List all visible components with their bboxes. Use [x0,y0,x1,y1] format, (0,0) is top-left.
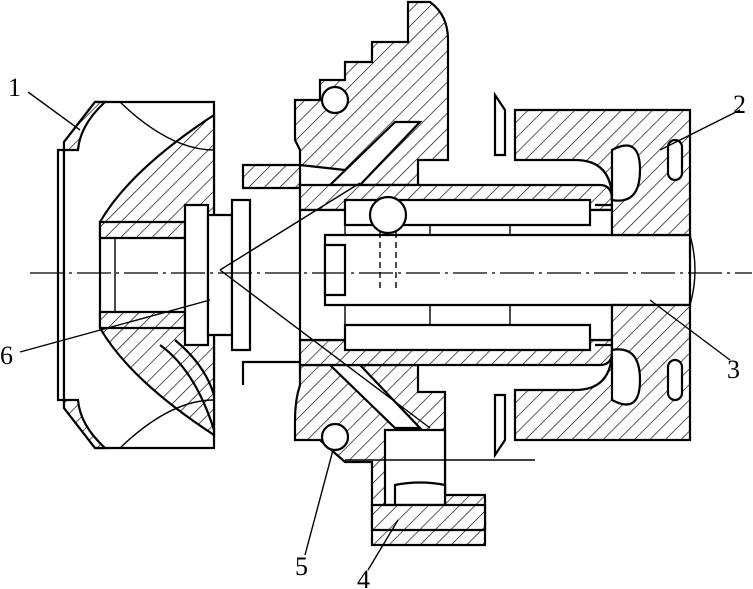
callout-labels: 1 2 3 4 5 6 [0,73,746,589]
callout-1: 1 [8,73,21,102]
callout-6: 6 [0,341,13,370]
leader-lines [19,91,741,571]
callout-4: 4 [357,565,370,589]
shaft-end-collar [183,198,252,352]
o-rings [320,85,350,452]
bearing-ball [368,195,408,290]
callout-2: 2 [733,90,746,119]
pulley-hub [493,91,692,459]
projection-lines [219,182,535,461]
callout-5: 5 [295,552,308,581]
callout-3: 3 [727,355,740,384]
